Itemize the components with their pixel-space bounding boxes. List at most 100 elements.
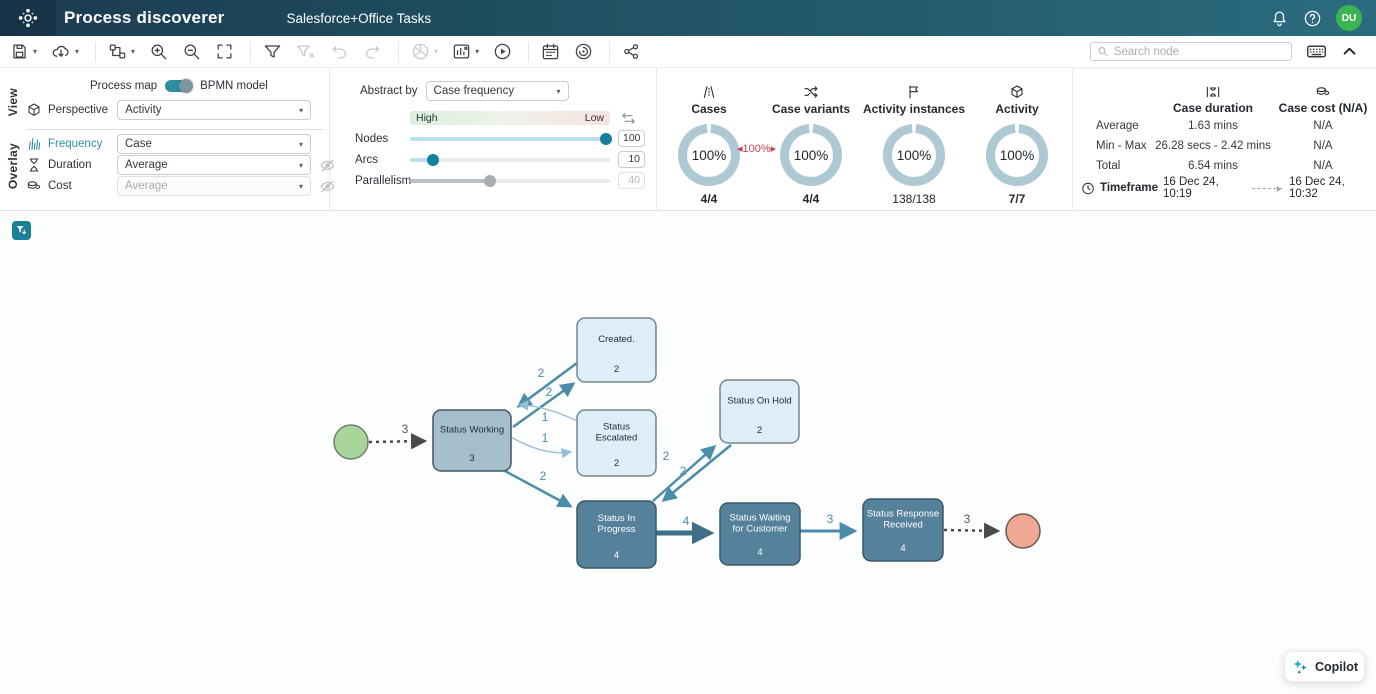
aperture-button[interactable]: ▾ xyxy=(411,42,438,61)
timeframe-label: Timeframe xyxy=(1100,182,1159,194)
node-frequency-count: 2 xyxy=(614,364,619,375)
average-cost-value: N/A xyxy=(1313,120,1333,132)
top-header-bar: Process discoverer Salesforce+Office Tas… xyxy=(0,0,1376,36)
redo-button[interactable] xyxy=(363,42,382,61)
cases-donut: 100% xyxy=(678,124,740,186)
duration-select[interactable]: Average▾ xyxy=(117,155,311,175)
arcs-slider-label: Arcs xyxy=(355,153,378,166)
activity-instances-label: Activity instances xyxy=(862,102,966,116)
nodes-slider[interactable] xyxy=(410,132,612,145)
frequency-value: Case xyxy=(125,138,152,150)
case-variants-label: Case variants xyxy=(771,102,851,116)
save-button[interactable]: ▾ xyxy=(10,42,37,61)
process-node-start[interactable] xyxy=(333,424,369,460)
nodes-value-box[interactable]: 100 xyxy=(618,130,645,147)
aperture-icon xyxy=(411,42,430,61)
map-bpmn-toggle[interactable] xyxy=(165,79,194,93)
arcs-slider-thumb[interactable] xyxy=(427,153,439,166)
total-row-label: Total xyxy=(1096,160,1121,172)
process-map-label: Process map xyxy=(90,80,158,92)
play-circle-icon xyxy=(493,42,512,61)
nodes-slider-thumb[interactable] xyxy=(600,132,612,145)
arcs-value-box[interactable]: 10 xyxy=(618,151,645,168)
cost-select[interactable]: Average▾ xyxy=(117,176,311,196)
min-max-cost-value: N/A xyxy=(1313,140,1333,152)
activity-fraction: 7/7 xyxy=(1008,192,1026,206)
frequency-label[interactable]: Frequency xyxy=(48,138,103,150)
shuffle-icon xyxy=(803,84,819,100)
caret-down-icon: ▾ xyxy=(33,47,38,56)
clear-filter-button[interactable] xyxy=(296,42,316,62)
node-title: Status Response xyxy=(867,509,939,520)
node-title: Status Working xyxy=(440,425,504,436)
node-frequency-count: 4 xyxy=(614,550,619,561)
export-button[interactable]: ▾ xyxy=(51,42,79,62)
frequency-select[interactable]: Case▾ xyxy=(117,134,311,154)
process-node-end[interactable] xyxy=(1005,513,1041,549)
chart-box-icon xyxy=(452,42,471,61)
timeframe-end: 16 Dec 24, 10:32 xyxy=(1289,176,1345,200)
replay-tokens-button[interactable] xyxy=(574,42,593,61)
node-title: Status On Hold xyxy=(727,396,791,407)
play-animation-button[interactable] xyxy=(493,42,512,61)
slider-fill xyxy=(410,157,432,162)
copilot-button[interactable]: Copilot xyxy=(1284,651,1365,682)
average-row-label: Average xyxy=(1096,120,1139,132)
filter-plus-icon xyxy=(15,224,28,237)
layout-button[interactable]: ▾ xyxy=(108,42,135,61)
abstract-by-value: Case frequency xyxy=(433,85,515,97)
abstract-by-label: Abstract by xyxy=(360,85,418,97)
clock-icon xyxy=(1081,181,1095,196)
zoom-out-button[interactable] xyxy=(182,42,201,61)
node-title: Progress xyxy=(597,524,635,535)
parallelism-slider-thumb[interactable] xyxy=(484,174,496,187)
fit-to-screen-button[interactable] xyxy=(215,42,234,61)
duration-label[interactable]: Duration xyxy=(48,159,92,171)
reverse-order-swap-icon[interactable] xyxy=(620,110,637,127)
help-icon[interactable] xyxy=(1303,9,1322,28)
calendar-button[interactable] xyxy=(541,42,560,61)
notifications-bell-icon[interactable] xyxy=(1270,9,1289,28)
search-node-box xyxy=(1090,42,1292,61)
process-map-canvas[interactable] xyxy=(0,211,1376,694)
case-cost-header: Case cost (N/A) xyxy=(1278,101,1368,115)
perspective-value: Activity xyxy=(125,104,162,116)
main-toolbar: ▾ ▾ ▾ ▾ ▾ xyxy=(0,36,1376,68)
cost-label[interactable]: Cost xyxy=(48,180,72,192)
toggle-knob xyxy=(179,79,194,93)
node-title: Status xyxy=(603,422,630,433)
keyboard-shortcuts-icon[interactable] xyxy=(1306,41,1327,62)
calendar-icon xyxy=(541,42,560,61)
bpmn-model-label: BPMN model xyxy=(200,80,268,92)
zoom-in-button[interactable] xyxy=(149,42,168,61)
app-logo[interactable] xyxy=(0,0,56,36)
perspective-select[interactable]: Activity▾ xyxy=(117,100,312,120)
toolbar-divider xyxy=(95,41,97,62)
share-button[interactable] xyxy=(622,42,641,61)
slider-fill xyxy=(410,136,610,141)
activity-percent: 100% xyxy=(995,133,1039,177)
active-filter-chip[interactable] xyxy=(12,221,31,240)
parallelism-slider[interactable] xyxy=(410,174,610,187)
process-node-created[interactable]: Created.2 xyxy=(576,317,657,383)
undo-button[interactable] xyxy=(330,42,349,61)
copilot-label: Copilot xyxy=(1314,659,1359,674)
search-icon xyxy=(1097,45,1109,58)
arcs-slider[interactable] xyxy=(410,153,610,166)
activity-instances-percent: 100% xyxy=(892,133,936,177)
abstract-by-select[interactable]: Case frequency▾ xyxy=(425,81,569,101)
collapse-panel-chevron-icon[interactable] xyxy=(1341,43,1358,60)
case-variants-percent: 100% xyxy=(789,133,833,177)
user-avatar[interactable]: DU xyxy=(1336,5,1362,31)
case-metrics-panel: Case duration Case cost (N/A) Average 1.… xyxy=(1072,68,1376,211)
search-node-input[interactable] xyxy=(1113,45,1285,58)
chart-overlay-button[interactable]: ▾ xyxy=(452,42,479,61)
filter-button[interactable] xyxy=(263,42,282,61)
